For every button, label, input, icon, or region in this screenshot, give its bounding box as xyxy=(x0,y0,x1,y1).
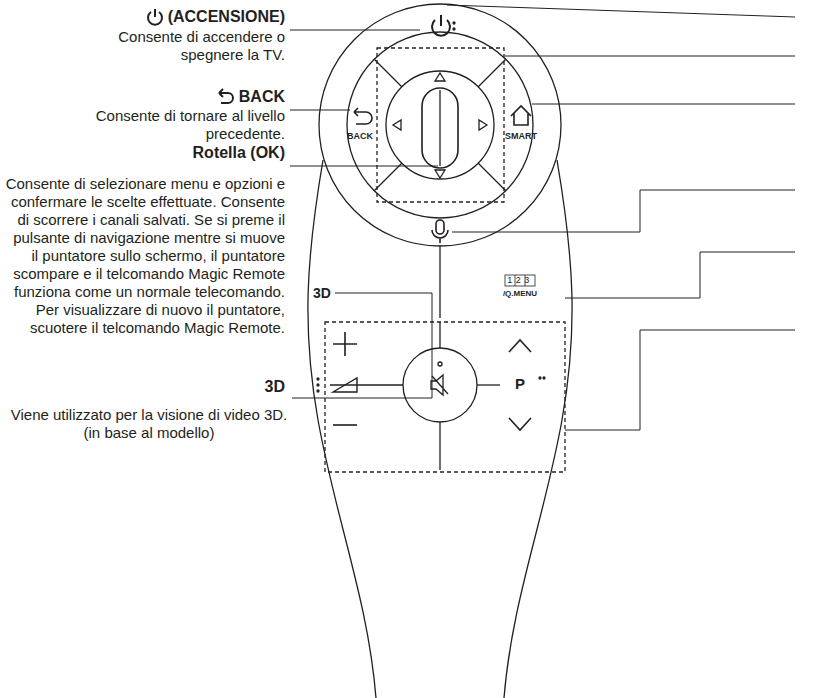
leader-line xyxy=(452,190,795,232)
minus-icon xyxy=(333,424,357,426)
button-heading: Rotella (OK) xyxy=(193,144,285,162)
plus-icon xyxy=(333,332,357,356)
dot xyxy=(453,28,455,30)
remote-body xyxy=(504,160,572,698)
power-icon xyxy=(148,9,162,25)
button-label: 3D xyxy=(300,285,344,301)
ring-divider xyxy=(374,59,402,87)
button-heading: BACK xyxy=(239,88,285,106)
leader-line xyxy=(565,330,795,430)
description: Viene utilizzato per la visione di video… xyxy=(4,406,294,442)
back-icon xyxy=(219,89,233,103)
leader-line xyxy=(290,30,420,31)
dot xyxy=(317,378,319,380)
dot xyxy=(317,390,319,392)
mute-icon xyxy=(431,375,448,395)
remote-head xyxy=(319,4,561,246)
channel-up xyxy=(509,340,531,352)
dot xyxy=(438,362,442,366)
dot xyxy=(453,22,455,24)
dot xyxy=(539,377,541,379)
home-icon xyxy=(511,106,531,125)
wheel-ring xyxy=(386,71,494,179)
description: Consente di accendere o spegnere la TV. xyxy=(55,28,285,64)
description: Consente di tornare al livello precedent… xyxy=(55,107,285,143)
leader-line xyxy=(290,166,438,167)
button-heading: (ACCENSIONE) xyxy=(168,8,285,26)
mic-icon xyxy=(432,230,448,243)
ring-divider xyxy=(478,59,506,87)
button-label: 123 xyxy=(500,274,540,286)
divider xyxy=(439,246,440,318)
mute-button xyxy=(403,348,477,422)
leader-line xyxy=(290,110,350,111)
mic-icon xyxy=(436,220,444,234)
button-label: SMART xyxy=(496,131,546,142)
arrow-up xyxy=(435,73,445,81)
power-icon xyxy=(145,7,165,27)
leader-line xyxy=(532,104,795,105)
description: Consente di selezionare menu e opzioni e… xyxy=(4,175,285,337)
dashed-frame xyxy=(325,322,565,472)
leader-line xyxy=(565,252,795,298)
dot xyxy=(543,377,545,379)
wheel xyxy=(422,88,458,168)
divider xyxy=(439,322,440,348)
ring-divider xyxy=(374,163,402,191)
channel-down xyxy=(509,418,531,430)
back-icon xyxy=(354,108,372,124)
arrow-left xyxy=(393,120,401,130)
volume-icon xyxy=(333,378,357,392)
leader-line xyxy=(447,5,795,17)
leader-line xyxy=(292,293,432,398)
arrow-down xyxy=(435,170,445,178)
remote-body xyxy=(308,160,376,698)
divider xyxy=(439,422,440,470)
ring-divider xyxy=(478,163,506,191)
button-label: P xyxy=(505,375,535,393)
dashed-frame xyxy=(377,48,504,202)
divider xyxy=(477,384,500,385)
dot xyxy=(317,384,319,386)
button-label: BACK xyxy=(335,131,385,142)
wheel xyxy=(439,90,440,166)
leader-line xyxy=(505,56,795,57)
arrow-right xyxy=(479,120,487,130)
power-icon xyxy=(440,15,442,26)
divider xyxy=(330,384,403,385)
button-label: /Q.MENU xyxy=(490,289,550,299)
direction-ring xyxy=(347,32,533,218)
button-heading: 3D xyxy=(265,378,285,396)
back-icon xyxy=(216,87,236,107)
